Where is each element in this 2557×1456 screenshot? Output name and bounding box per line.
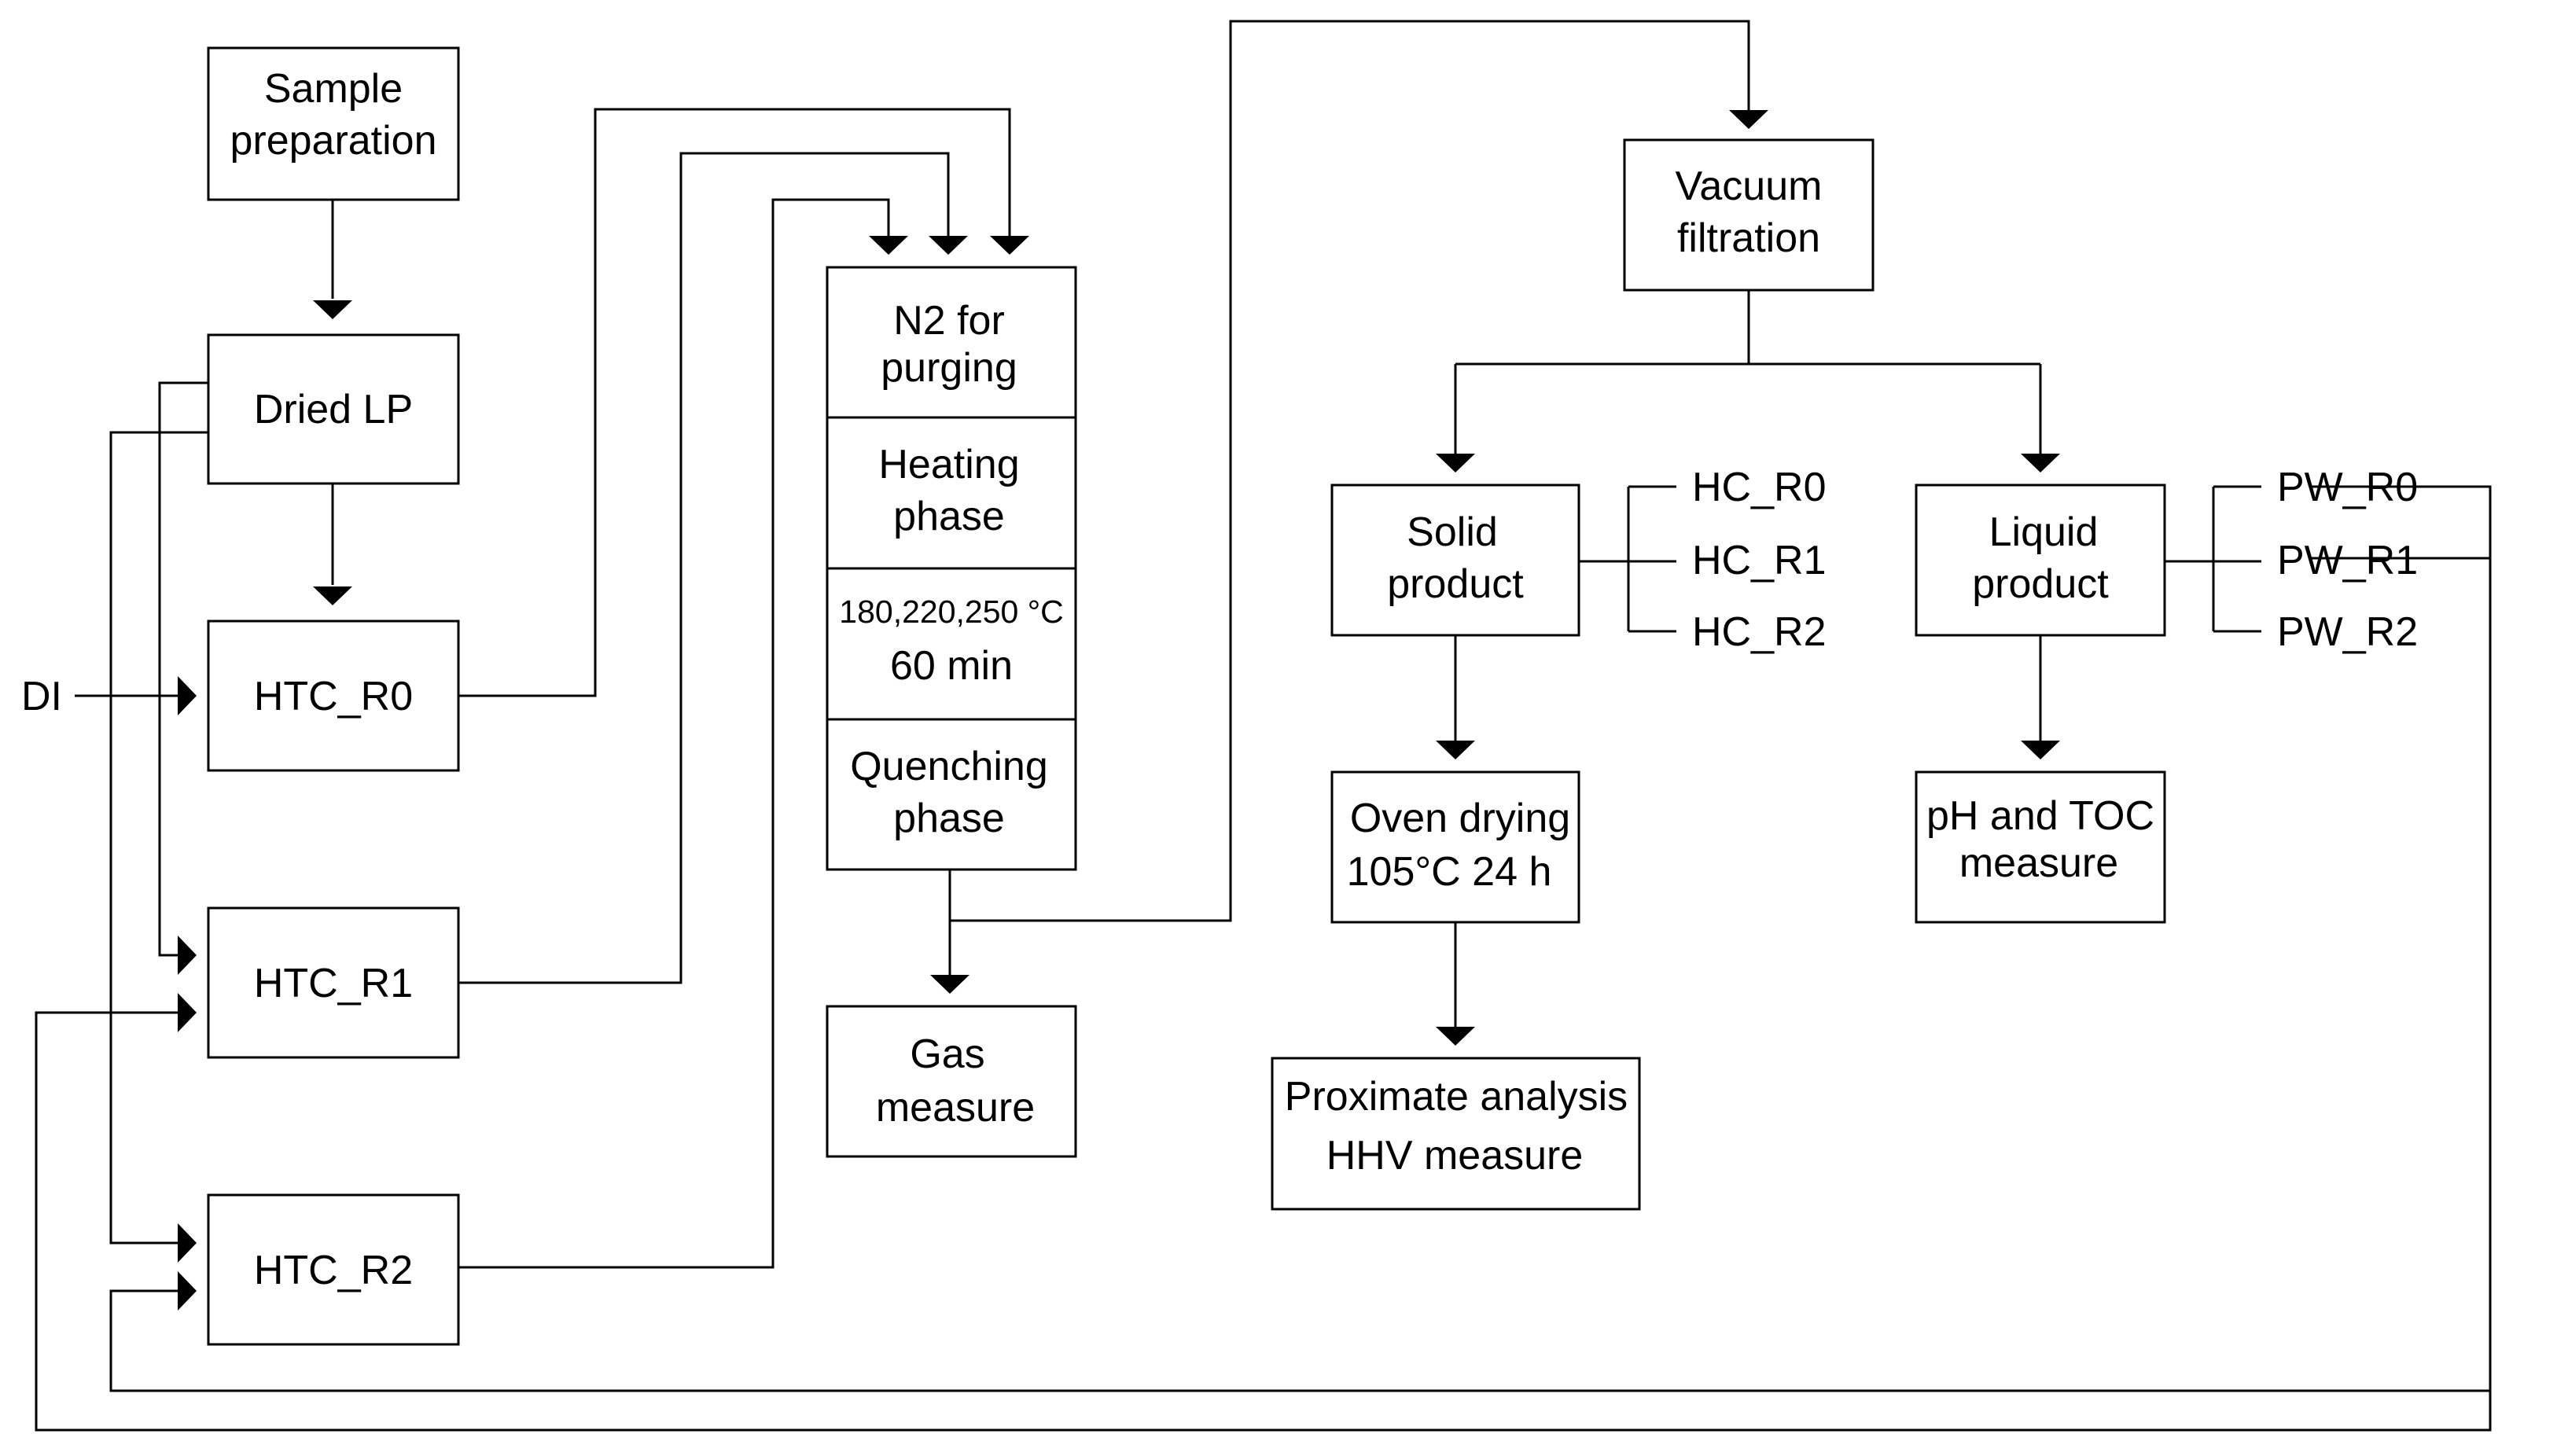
connector-dried-to-r2 [109, 431, 208, 1245]
arrowhead-recycle-to-r2 [178, 1271, 197, 1311]
arrowhead-to-liquid [2021, 454, 2060, 472]
arrowhead-to-proximate [1436, 1027, 1475, 1046]
arrowhead-to-solid [1436, 454, 1475, 472]
n2-purging-line2: purging [881, 345, 1017, 391]
arrowhead-to-dried [313, 300, 352, 319]
box-dried-lp: Dried LP [207, 333, 460, 485]
arrowhead-di-to-r0 [178, 676, 197, 715]
arrowhead-recycle-to-r1 [178, 993, 197, 1032]
box-oven-drying: Oven drying 105°C 24 h [1330, 770, 1580, 924]
arrowhead-to-r1 [178, 936, 197, 975]
ph-toc-line1: pH and TOC [1926, 793, 2154, 839]
proximate-analysis-line2: HHV measure [1326, 1133, 1584, 1178]
box-heating-phase: Heating phase [826, 416, 1077, 570]
pw-r2-label: PW_R2 [2277, 609, 2418, 655]
liquid-product-line2: product [1972, 561, 2109, 607]
proximate-analysis-line1: Proximate analysis [1285, 1074, 1628, 1120]
ph-toc-line2: measure [1959, 840, 2118, 886]
arrowhead-to-r0 [313, 586, 352, 605]
pw-r1-label: PW_R1 [2277, 538, 2418, 583]
reaction-duration: 60 min [890, 643, 1013, 689]
arrowhead-r0-to-reactor [990, 236, 1029, 255]
box-gas-measure: Gas measure [826, 1005, 1077, 1158]
sample-preparation-line1: Sample [264, 66, 403, 112]
oven-drying-conditions: 105°C 24 h [1347, 849, 1552, 895]
connector-pw-r1-recycle-to-r2 [109, 557, 2492, 1392]
htc-r1-label: HTC_R1 [254, 961, 413, 1006]
vacuum-filtration-line1: Vacuum [1676, 164, 1823, 209]
n2-purging-line1: N2 for [893, 298, 1005, 344]
box-sample-preparation: Sample preparation [207, 46, 460, 201]
connector-pw-r0-recycle-to-r1 [35, 485, 2492, 1432]
arrowhead-to-gas [930, 975, 969, 994]
arrowhead-to-oven [1436, 741, 1475, 759]
liquid-product-line1: Liquid [1989, 509, 2099, 555]
box-reaction-conditions: 180,220,250 °C 60 min [826, 567, 1077, 721]
solid-product-line1: Solid [1407, 509, 1498, 555]
box-htc-r1: HTC_R1 [207, 906, 460, 1059]
box-liquid-product: Liquid product [1915, 483, 2166, 637]
connector-r2-to-reactor [458, 198, 890, 1269]
connector-reactor-to-vacuum [950, 20, 1750, 922]
vacuum-filtration-line2: filtration [1677, 215, 1820, 261]
hc-r2-label: HC_R2 [1692, 609, 1827, 655]
hc-r1-label: HC_R1 [1692, 538, 1827, 583]
reactor-stack: N2 for purging Heating phase 180,220,250… [826, 266, 1077, 871]
quenching-phase-line1: Quenching [850, 744, 1048, 789]
arrowheads [178, 110, 2060, 1311]
connector-r1-to-reactor [458, 152, 950, 984]
arrowhead-to-r2 [178, 1223, 197, 1263]
gas-measure-line2: measure [876, 1085, 1035, 1131]
hc-r0-label: HC_R0 [1692, 465, 1827, 510]
solid-product-line2: product [1387, 561, 1524, 607]
sample-preparation-line2: preparation [230, 118, 436, 164]
gas-measure-line1: Gas [910, 1031, 984, 1077]
di-label: DI [21, 674, 62, 719]
box-n2-purging: N2 for purging [826, 266, 1077, 419]
oven-drying-line1: Oven drying [1350, 796, 1570, 841]
box-htc-r2: HTC_R2 [207, 1193, 460, 1346]
connectors [35, 20, 2492, 1432]
arrowhead-r2-to-reactor [869, 236, 908, 255]
box-proximate-analysis: Proximate analysis HHV measure [1271, 1057, 1641, 1211]
box-solid-product: Solid product [1330, 483, 1580, 637]
arrowhead-to-vacuum [1729, 110, 1768, 129]
heating-phase-line1: Heating [878, 442, 1019, 487]
box-htc-r0: HTC_R0 [207, 620, 460, 772]
heating-phase-line2: phase [893, 494, 1005, 539]
arrowhead-to-ph [2021, 741, 2060, 759]
dried-lp-label: Dried LP [254, 387, 413, 432]
reaction-temperatures: 180,220,250 °C [839, 594, 1063, 630]
htc-r0-label: HTC_R0 [254, 674, 413, 719]
box-quenching-phase: Quenching phase [826, 718, 1077, 871]
htc-r2-label: HTC_R2 [254, 1248, 413, 1293]
arrowhead-r1-to-reactor [929, 236, 968, 255]
quenching-phase-line2: phase [893, 796, 1005, 841]
connector-r0-to-reactor [458, 108, 1011, 697]
box-ph-toc-measure: pH and TOC measure [1915, 770, 2166, 924]
connector-dried-to-r1 [158, 381, 208, 957]
pw-r0-label: PW_R0 [2277, 465, 2418, 510]
box-vacuum-filtration: Vacuum filtration [1623, 138, 1875, 292]
